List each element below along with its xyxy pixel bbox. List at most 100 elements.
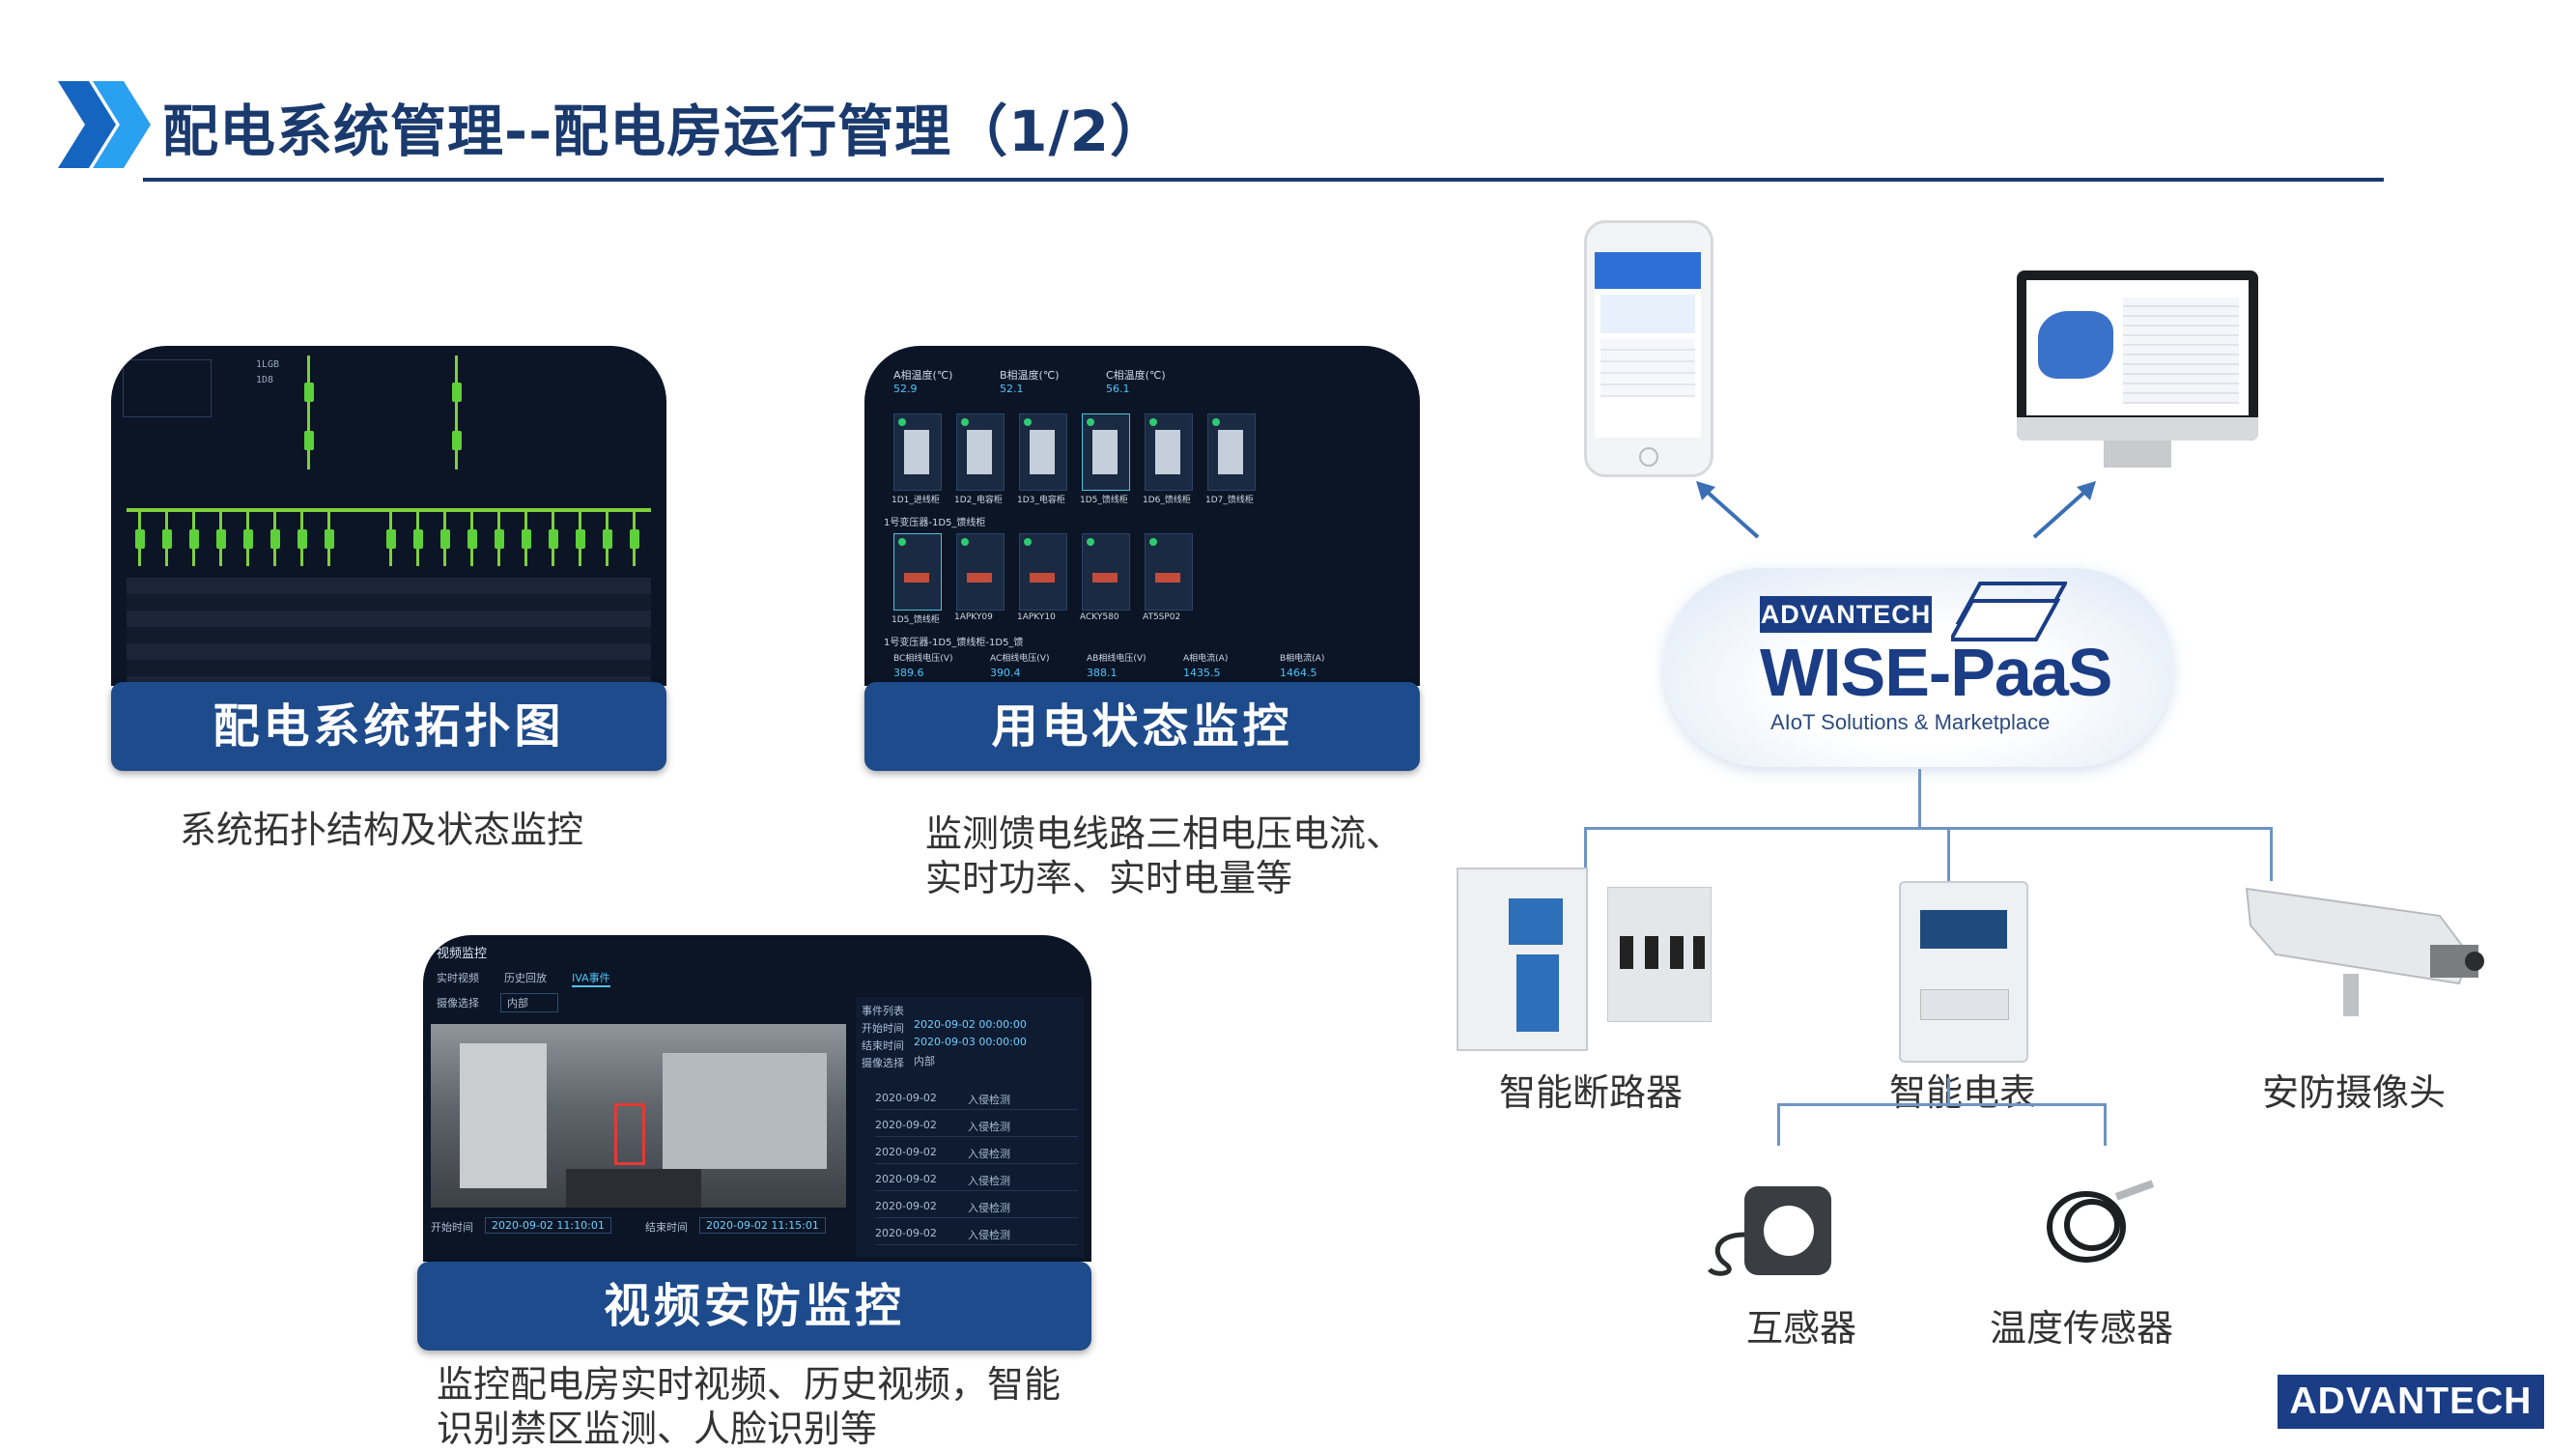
device-label-transformer: 互感器	[1746, 1307, 1857, 1350]
cabinet-tile[interactable]	[1082, 533, 1130, 611]
video-title: 视频监控	[437, 947, 488, 961]
tab-history[interactable]: 历史回放	[504, 972, 547, 984]
detection-box	[614, 1103, 645, 1165]
camera-select[interactable]: 内部	[914, 1055, 935, 1067]
connector-line	[1777, 1103, 1780, 1146]
temp-label-a: A相温度(℃)	[893, 369, 953, 382]
event-row[interactable]: 2020-09-02 入侵检测	[875, 1171, 1078, 1191]
event-row[interactable]: 2020-09-02 入侵检测	[875, 1198, 1078, 1218]
smart-breaker-image	[1457, 868, 1588, 1051]
platform-tagline: AIoT Solutions & Marketplace	[1770, 710, 2051, 734]
cabinet-label: 1D6_馈线柜	[1143, 496, 1191, 505]
card-description-topology: 系统拓扑结构及状态监控	[180, 809, 584, 851]
section-title: 1号变压器-1D5_馈线柜	[884, 518, 986, 528]
smart-meter-image	[1899, 881, 2028, 1063]
desktop-monitor-image	[2017, 270, 2258, 441]
advantech-footer-logo: ADVANTECH	[2278, 1375, 2544, 1429]
card-caption-video: 视频安防监控	[417, 1262, 1091, 1351]
paas-layers-icon	[1951, 582, 2067, 641]
card-caption-power-monitor: 用电状态监控	[864, 682, 1420, 771]
event-row[interactable]: 2020-09-02 入侵检测	[875, 1144, 1078, 1164]
temperature-sensor-image	[2047, 1180, 2155, 1263]
card-description-power-monitor-line1: 监测馈电线路三相电压电流、	[925, 812, 1403, 855]
cabinet-tile[interactable]	[1145, 533, 1193, 611]
tab-realtime[interactable]: 实时视频	[437, 972, 479, 984]
page-title: 配电系统管理--配电房运行管理（1/2）	[162, 99, 1168, 164]
cabinet-tile[interactable]	[1019, 533, 1067, 611]
cabinet-label: 1D2_电容柜	[954, 496, 1003, 505]
measure-value: 388.1	[1087, 667, 1118, 679]
connector-line	[1777, 1103, 2106, 1106]
filter-select[interactable]: 内部	[500, 993, 558, 1012]
monitor-stand	[2104, 441, 2171, 468]
temp-value-a: 52.9	[893, 383, 918, 395]
connector-line	[1918, 769, 1921, 827]
cabinet-tile-selected[interactable]	[1082, 413, 1130, 491]
current-transformer-image	[1708, 1186, 1831, 1276]
chevron-logo-icon	[58, 81, 151, 168]
cabinet-label: 1D5_馈线柜	[1080, 496, 1128, 505]
bottom-end-input[interactable]: 2020-09-02 11:15:01	[699, 1217, 826, 1234]
cabinet-label: AT5SP02	[1143, 612, 1181, 622]
cabinet-tile[interactable]	[956, 533, 1005, 611]
breaker-module-image	[1607, 887, 1712, 1022]
camera-feed[interactable]	[431, 1024, 846, 1208]
measure-value: 389.6	[893, 667, 924, 679]
wise-paas-logo: WISE-PaaS	[1760, 635, 2112, 710]
cabinet-label: 1D7_馈线柜	[1205, 496, 1254, 505]
device-label-meter: 智能电表	[1889, 1071, 2037, 1114]
card-description-video-line1: 监控配电房实时视频、历史视频，智能	[437, 1363, 1062, 1406]
card-caption-topology: 配电系统拓扑图	[111, 682, 666, 771]
measure-label: BC相线电压(V)	[893, 654, 953, 664]
arrow-up-right-icon	[2032, 481, 2096, 539]
temp-value-b: 52.1	[1000, 383, 1024, 395]
cabinet-tile[interactable]	[1145, 413, 1193, 491]
measure-label: AC相线电压(V)	[990, 654, 1050, 664]
event-row[interactable]: 2020-09-02 入侵检测	[875, 1090, 1078, 1110]
event-row[interactable]: 2020-09-02 入侵检测	[875, 1117, 1078, 1137]
connector-line	[1947, 1078, 1950, 1103]
device-label-camera: 安防摄像头	[2262, 1071, 2447, 1114]
temp-label-b: B相温度(℃)	[1000, 369, 1060, 382]
camera-select-label: 摄像选择	[862, 1057, 904, 1069]
bottom-start-input[interactable]: 2020-09-02 11:10:01	[485, 1217, 611, 1234]
advantech-badge: ADVANTECH	[1760, 596, 1932, 633]
card-description-video-line2: 识别禁区监测、人脸识别等	[437, 1408, 878, 1450]
cabinet-tile-selected[interactable]	[893, 533, 942, 611]
connector-line	[2104, 1103, 2107, 1146]
temp-value-c: 56.1	[1106, 383, 1130, 395]
connector-line	[2270, 827, 2273, 881]
event-row[interactable]: 2020-09-02 入侵检测	[875, 1225, 1078, 1245]
connector-line	[1584, 827, 1587, 881]
cabinet-tile[interactable]	[956, 413, 1005, 491]
event-list-pane: 事件列表 开始时间 2020-09-02 00:00:00 结束时间 2020-…	[856, 997, 1084, 1258]
device-label-temp-sensor: 温度传感器	[1990, 1307, 2174, 1350]
title-underline	[143, 178, 2384, 182]
cabinet-label: 1D1_进线柜	[892, 496, 940, 505]
power-monitor-screenshot: A相温度(℃) B相温度(℃) C相温度(℃) 52.9 52.1 56.1 1…	[864, 346, 1420, 686]
topology-legend-1: 1LGB	[256, 359, 280, 370]
security-camera-image	[2245, 887, 2484, 1016]
card-description-power-monitor-line2: 实时功率、实时电量等	[925, 857, 1293, 899]
cabinet-label: 1D5_馈线柜	[892, 615, 940, 625]
end-time-label: 结束时间	[862, 1039, 904, 1052]
event-list-title: 事件列表	[862, 1005, 904, 1017]
device-label-breaker: 智能断路器	[1499, 1071, 1684, 1114]
arrow-up-left-icon	[1696, 481, 1760, 539]
end-time-input[interactable]: 2020-09-03 00:00:00	[914, 1036, 1027, 1048]
measure-value: 1435.5	[1183, 667, 1221, 679]
filter-label: 摄像选择	[437, 997, 479, 1010]
cabinet-tile[interactable]	[1207, 413, 1256, 491]
start-time-label: 开始时间	[862, 1022, 904, 1035]
measure-label: AB相线电压(V)	[1087, 654, 1146, 664]
tab-iva-events[interactable]: IVA事件	[572, 970, 610, 987]
cabinet-label: 1APKY10	[1017, 612, 1056, 622]
cabinet-label: 1D3_电容柜	[1017, 496, 1065, 505]
temp-label-c: C相温度(℃)	[1106, 369, 1166, 382]
start-time-input[interactable]: 2020-09-02 00:00:00	[914, 1018, 1027, 1031]
cabinet-tile[interactable]	[1019, 413, 1067, 491]
section-title: 1号变压器-1D5_馈线柜-1D5_馈	[884, 638, 1024, 648]
topology-screenshot: 1LGB 1D8	[111, 346, 666, 686]
measure-value: 1464.5	[1280, 667, 1317, 679]
cabinet-tile[interactable]	[893, 413, 942, 491]
